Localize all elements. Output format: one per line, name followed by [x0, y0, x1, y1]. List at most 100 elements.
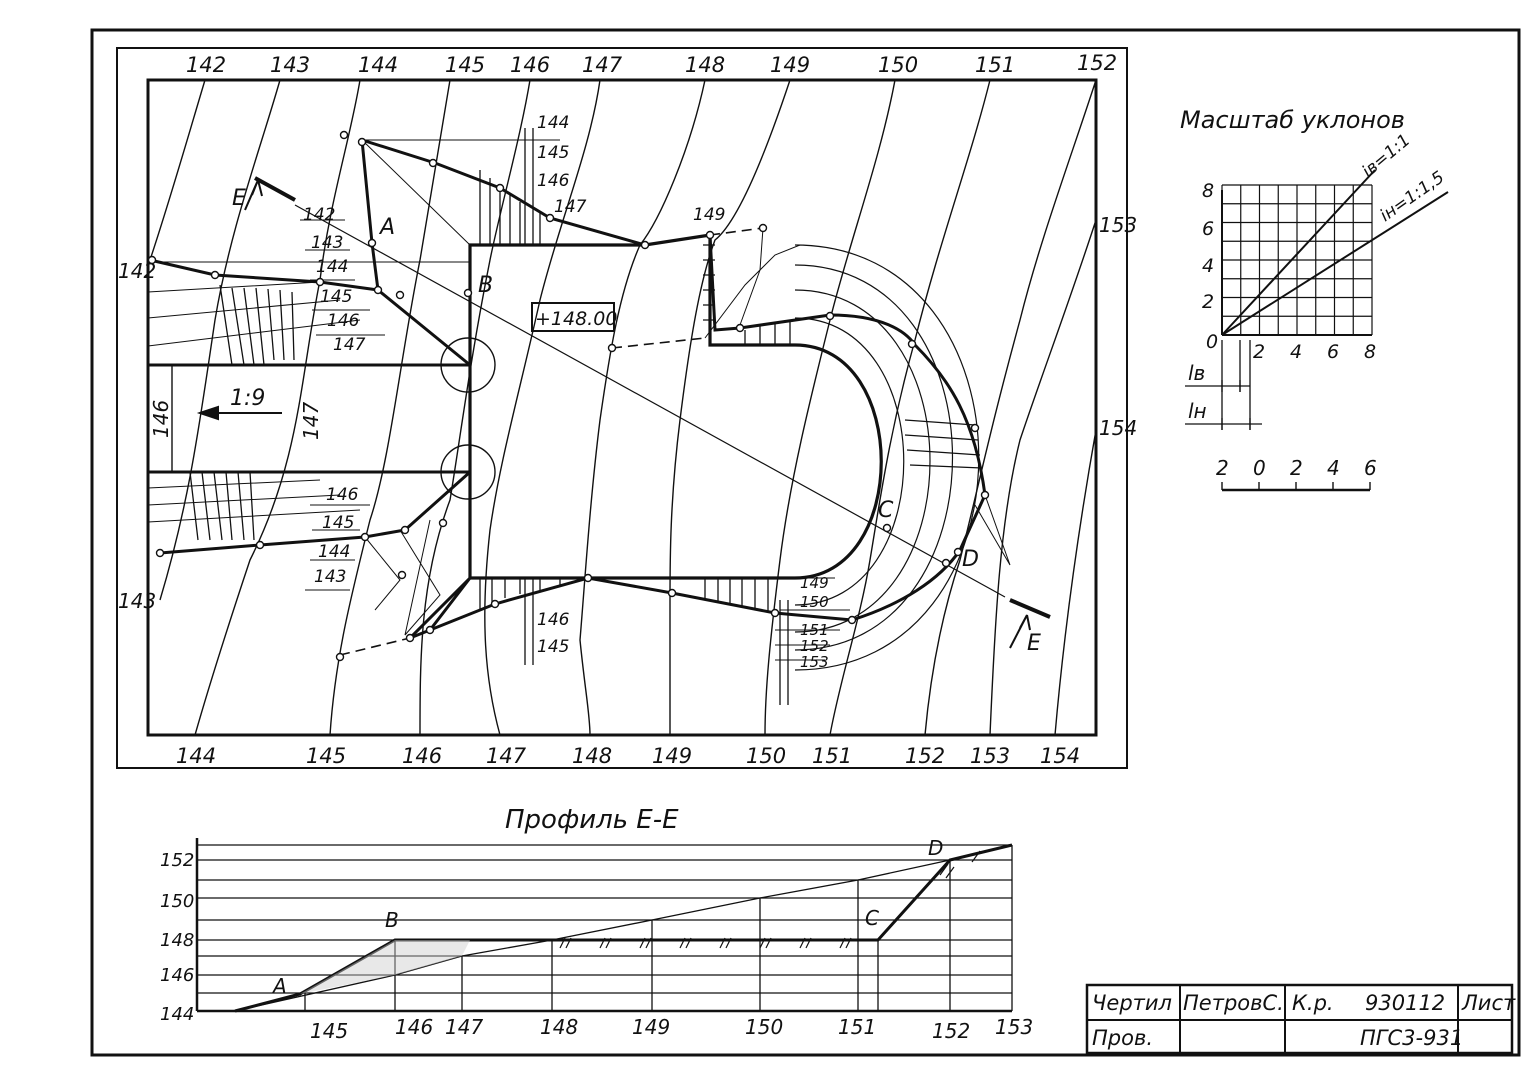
road-strip [148, 363, 470, 474]
elevation-box [531, 302, 615, 332]
plan-top-label: 143 [270, 53, 310, 77]
scale-y-tick: 2 [1202, 291, 1214, 313]
plan-bottom-label: 148 [572, 744, 612, 768]
ladder-label: 144 [537, 113, 569, 133]
slope-label: 143 [314, 567, 346, 587]
scale-lv-ln-dims [1185, 340, 1262, 430]
plan-left-label: 142 [118, 259, 156, 283]
slope-label: 146 [326, 485, 359, 505]
scale-y-tick: 8 [1202, 180, 1214, 202]
point-c-label: C [878, 498, 894, 523]
plan-right-label: 153 [1099, 213, 1137, 237]
ladder-label: 149 [693, 205, 725, 225]
point-d-label: D [962, 547, 979, 572]
slope-label: 147 [333, 335, 366, 355]
stamp-checked-label: Пров. [1092, 1026, 1153, 1050]
scale-y-tick: 0 [1206, 331, 1218, 353]
ladder-label: 146 [537, 610, 570, 630]
plan-top-label: 152 [1077, 51, 1117, 75]
scale-y-tick: 6 [1202, 218, 1214, 240]
nodes [147, 130, 990, 662]
profile-x-labels: 145 146 147 148 149 150 151 152 153 [310, 1015, 1033, 1043]
profile-x-label: 147 [445, 1015, 483, 1039]
road-label-146: 146 [149, 400, 173, 438]
slope-arrow [196, 405, 282, 421]
plan-top-labels: 142 143 144 145 146 147 148 149 150 151 … [186, 51, 1117, 77]
profile-ground-ticks [559, 850, 981, 949]
scale-x-tick: 6 [1327, 341, 1339, 363]
scale-grid [1221, 184, 1373, 336]
scale-bar-tick: 2 [1290, 456, 1303, 480]
scale-x-tick: 2 [1253, 341, 1265, 363]
plan-bottom-label: 144 [176, 744, 216, 768]
profile-grid [197, 844, 1012, 994]
scale-bar-ticks: 2 0 2 4 6 [1216, 456, 1377, 480]
scale-bar-tick: 4 [1327, 456, 1340, 480]
plan-bottom-label: 153 [970, 744, 1010, 768]
plan-top-label: 142 [186, 53, 226, 77]
section-e-label-bottom: E [1027, 631, 1041, 656]
scale-y-tick: 4 [1202, 255, 1214, 277]
stamp-group: ПГС3-931 [1360, 1026, 1463, 1050]
profile-x-label: 146 [395, 1015, 433, 1039]
plan-side-labels: 153 154 142 143 [118, 213, 1137, 613]
slope-label: 143 [311, 233, 343, 253]
slope-hatching [189, 128, 983, 705]
slope-text: 1:9 [230, 386, 265, 411]
profile-terrain [234, 844, 1013, 1012]
slope-scale: Масштаб уклонов iв=1:1 iн=1:1,5 8 6 4 2 … [1180, 106, 1449, 492]
scale-bar-tick: 2 [1216, 456, 1229, 480]
section-e-label-top: E [232, 186, 246, 211]
platform-outline [468, 233, 883, 580]
profile-point-labels: A B C D [271, 836, 943, 998]
profile-point-label: A [271, 974, 287, 998]
profile-x-label: 151 [838, 1015, 876, 1039]
scale-bar-tick: 0 [1253, 456, 1266, 480]
junction-circle-top [440, 337, 496, 393]
curve-label: 149 [800, 574, 829, 592]
slope-label: 146 [327, 311, 360, 331]
slope-label: 145 [320, 287, 352, 307]
scale-x-tick: 4 [1290, 341, 1302, 363]
plan-bottom-label: 150 [746, 744, 786, 768]
profile-section: Профиль Е-Е 152 150 [160, 805, 1033, 1043]
plan-top-label: 146 [510, 53, 550, 77]
plan-bottom-label: 151 [812, 744, 852, 768]
scale-y-ticks: 8 6 4 2 0 [1202, 180, 1218, 353]
scale-ln-label: lн [1188, 399, 1207, 423]
stamp-kr: К.р. [1292, 991, 1334, 1015]
plan-top-label: 151 [975, 53, 1015, 77]
curve-label: 152 [800, 637, 829, 655]
plan-top-label: 145 [445, 53, 485, 77]
plan-right-label: 154 [1099, 416, 1137, 440]
profile-y-labels: 152 150 148 146 144 [160, 850, 194, 1025]
profile-verticals [304, 845, 1013, 1011]
profile-fill [300, 940, 470, 994]
scale-line-iv-label: iв=1:1 [1358, 130, 1414, 182]
stamp-drawn-label: Чертил [1092, 991, 1172, 1015]
slope-label: 144 [316, 257, 348, 277]
ladder-label: 146 [537, 171, 570, 191]
plan-bottom-label: 152 [905, 744, 945, 768]
profile-y-label: 146 [160, 965, 194, 986]
plan-top-label: 147 [582, 53, 623, 77]
profile-title: Профиль Е-Е [505, 805, 679, 835]
stamp-sheet: Лист [1461, 991, 1516, 1015]
curve-label: 153 [800, 653, 829, 671]
plan-bottom-label: 149 [652, 744, 692, 768]
scale-line-in-label: iн=1:1,5 [1376, 167, 1448, 226]
profile-x-label: 153 [995, 1015, 1033, 1039]
profile-y-label: 152 [160, 850, 194, 871]
plan-top-label: 150 [878, 53, 918, 77]
title-block: Чертил ПетровС. К.р. 930112 Лист Пров. П… [1085, 983, 1516, 1055]
scale-lv-label: lв [1188, 361, 1205, 385]
scale-title: Масштаб уклонов [1180, 106, 1405, 134]
slope-label: 142 [303, 205, 335, 225]
profile-point-label: C [865, 906, 879, 930]
plan-inner-frame [146, 78, 1098, 737]
profile-design [234, 843, 1013, 1013]
curve-label: 150 [800, 593, 829, 611]
scale-x-tick: 8 [1364, 341, 1376, 363]
plan-frame [116, 47, 1128, 769]
